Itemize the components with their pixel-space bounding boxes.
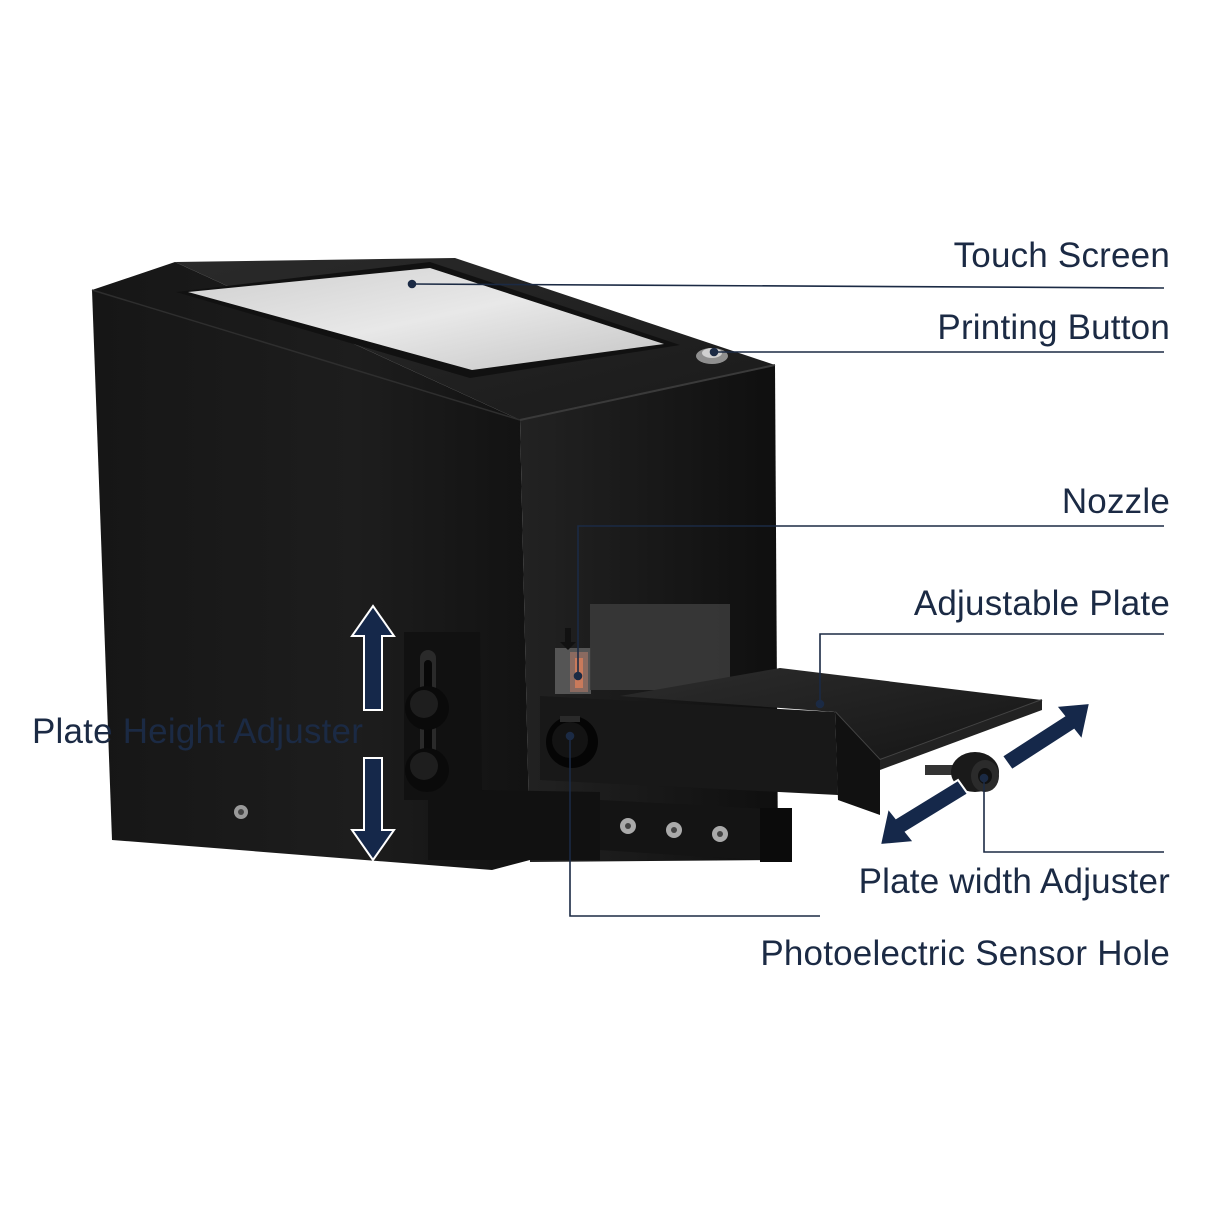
leader-lines bbox=[407, 279, 1165, 917]
double-arrow-vertical-icon bbox=[350, 604, 396, 862]
label-printing-button: Printing Button bbox=[937, 308, 1170, 347]
label-plate-width-adjuster: Plate width Adjuster bbox=[858, 862, 1170, 901]
label-photoelectric-sensor-hole: Photoelectric Sensor Hole bbox=[760, 934, 1170, 973]
touch-screen bbox=[176, 262, 680, 378]
double-arrow-diagonal-icon bbox=[878, 701, 1092, 847]
adjustable-plate bbox=[620, 668, 1043, 815]
label-adjustable-plate: Adjustable Plate bbox=[913, 584, 1170, 623]
lower-rail bbox=[600, 800, 792, 862]
label-touch-screen: Touch Screen bbox=[953, 236, 1170, 275]
label-plate-height-adjuster: Plate Height Adjuster bbox=[32, 712, 364, 751]
nozzle bbox=[555, 604, 730, 694]
height-adjuster-bracket bbox=[404, 632, 600, 860]
sensor-block bbox=[540, 696, 838, 795]
arrow-down-icon bbox=[560, 628, 576, 650]
label-nozzle: Nozzle bbox=[1061, 482, 1170, 521]
